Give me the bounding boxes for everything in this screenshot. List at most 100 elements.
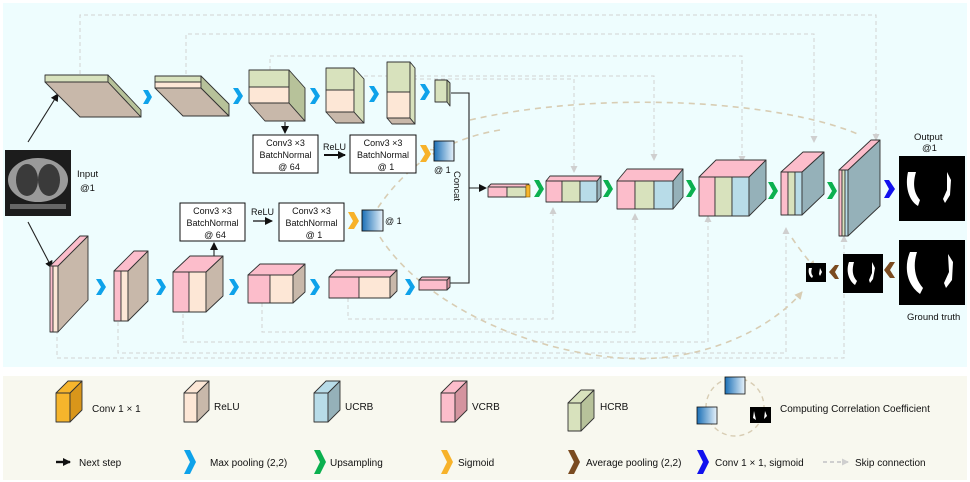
average-pooling-arrow-2 — [829, 265, 839, 279]
legend-upsampling: Upsampling — [314, 450, 383, 474]
svg-text:UCRB: UCRB — [345, 402, 374, 413]
top-attention-channels: @ 1 — [434, 165, 451, 175]
encoder-top-stage-2 — [154, 75, 230, 117]
legend-relu: ReLU — [183, 380, 240, 423]
conv1x1-block-icon — [55, 380, 83, 423]
legend-vcrb: VCRB — [440, 380, 500, 423]
svg-text:Upsampling: Upsampling — [330, 458, 383, 469]
svg-text:BatchNormal: BatchNormal — [186, 218, 238, 228]
skip-connections-bottom — [56, 207, 848, 359]
svg-text:Average pooling (2,2): Average pooling (2,2) — [586, 458, 681, 469]
svg-text:Conv3 ×3: Conv3 ×3 — [266, 138, 305, 148]
svg-text:BatchNormal: BatchNormal — [357, 150, 409, 160]
svg-text:Sigmoid: Sigmoid — [458, 458, 494, 469]
bottom-conv-box-1: Conv3 ×3 BatchNormal @ 64 — [179, 202, 246, 242]
legend-conv1x1: Conv 1 × 1 — [55, 380, 141, 423]
input-channels: @1 — [80, 183, 95, 194]
ucrb-block-icon — [313, 380, 341, 423]
output-mask-image — [899, 156, 965, 221]
input-ct-image — [5, 150, 71, 216]
svg-text:Conv3 ×3: Conv3 ×3 — [193, 206, 232, 216]
svg-text:@ 1: @ 1 — [306, 230, 323, 240]
correlation-cycle-icon — [696, 376, 771, 437]
decoder-stage-4 — [698, 159, 767, 217]
output-label: Output — [914, 132, 943, 143]
top-conv-box-1: Conv3 ×3 BatchNormal @ 64 — [252, 134, 319, 174]
bottom-sigmoid-arrow — [348, 212, 359, 229]
svg-text:@ 64: @ 64 — [204, 230, 226, 240]
legend-correlation: Computing Correlation Coefficient — [696, 376, 930, 437]
top-conv-box-2: Conv3 ×3 BatchNormal @ 1 — [349, 134, 417, 174]
bottom-attention-map — [361, 209, 384, 232]
bottom-conv-box-2: Conv3 ×3 BatchNormal @ 1 — [278, 202, 345, 242]
input-to-bottom-arrow — [27, 221, 53, 269]
svg-text:Conv3 ×3: Conv3 ×3 — [364, 138, 403, 148]
legend-max-pooling: Max pooling (2,2) — [184, 450, 287, 474]
relu-block-icon — [183, 380, 210, 423]
ground-truth-image — [899, 240, 965, 305]
encoder-top-stage-4 — [325, 67, 365, 124]
svg-text:Max pooling (2,2): Max pooling (2,2) — [210, 458, 287, 469]
decoder-stage-1 — [487, 183, 531, 198]
upsampling-arrows — [534, 180, 837, 199]
encoder-bottom-stage-3 — [172, 255, 224, 313]
top-relu-label: ReLU — [323, 142, 346, 152]
svg-text:Computing Correlation Coeffici: Computing Correlation Coefficient — [780, 404, 930, 415]
hcrb-block-icon — [567, 389, 595, 432]
legend-skip-connection: Skip connection — [823, 458, 926, 469]
legend-sigmoid: Sigmoid — [441, 450, 494, 474]
encoder-top-stage-6 — [434, 79, 451, 107]
input-label: Input — [77, 169, 98, 180]
encoder-top-stage-5 — [386, 61, 416, 125]
max-pooling-arrows-bottom — [96, 279, 415, 295]
top-attention-map — [433, 140, 455, 162]
sigmoid-arrow-icon — [441, 450, 453, 474]
legend-hcrb: HCRB — [567, 389, 629, 432]
svg-text:Next step: Next step — [79, 458, 122, 469]
svg-text:Conv 1 × 1: Conv 1 × 1 — [92, 404, 141, 415]
ground-truth-label: Ground truth — [907, 312, 960, 323]
decoder-stage-5 — [780, 151, 825, 216]
upsampling-arrow-icon — [314, 450, 326, 474]
bottom-attention-channels: @ 1 — [385, 216, 402, 226]
conv-sigmoid-arrow-icon — [697, 450, 709, 474]
encoder-top-stage-1 — [44, 74, 142, 118]
encoder-bottom-stage-5 — [328, 269, 398, 299]
output-channels: @1 — [922, 143, 937, 154]
legend-next-step: Next step — [56, 458, 122, 469]
vcrb-block-icon — [440, 380, 468, 423]
conv-sigmoid-arrow — [884, 180, 895, 198]
encoder-bottom-stage-6 — [418, 276, 451, 291]
svg-text:BatchNormal: BatchNormal — [285, 218, 337, 228]
legend-panel — [3, 376, 967, 480]
legend-ucrb: UCRB — [313, 380, 374, 423]
svg-text:Conv3 ×3: Conv3 ×3 — [292, 206, 331, 216]
encoder-bottom-stage-4 — [247, 263, 306, 304]
svg-text:@ 1: @ 1 — [378, 162, 395, 172]
legend-average-pooling: Average pooling (2,2) — [568, 450, 681, 474]
encoder-top-stage-3 — [248, 69, 306, 122]
average-pooling-arrow-1 — [884, 262, 895, 278]
decoder-stage-3 — [616, 168, 684, 210]
svg-text:ReLU: ReLU — [214, 402, 240, 413]
bottom-relu-label: ReLU — [251, 207, 274, 217]
svg-text:BatchNormal: BatchNormal — [259, 150, 311, 160]
svg-text:VCRB: VCRB — [472, 402, 500, 413]
encoder-bottom-stage-1 — [49, 235, 89, 333]
input-to-top-arrow — [27, 93, 59, 143]
concat-label: Concat — [451, 171, 462, 201]
decoder-stage-2 — [545, 175, 602, 203]
svg-text:HCRB: HCRB — [600, 402, 629, 413]
svg-text:Conv 1 × 1, sigmoid: Conv 1 × 1, sigmoid — [715, 458, 804, 469]
decoder-stage-6 — [838, 139, 881, 237]
max-pooling-arrow-icon — [184, 450, 196, 474]
max-pooling-arrows-top — [143, 84, 430, 104]
svg-text:@ 64: @ 64 — [278, 162, 300, 172]
encoder-bottom-stage-2 — [113, 250, 149, 322]
top-sigmoid-arrow — [420, 145, 431, 162]
ground-truth-downsampled-2 — [806, 263, 826, 282]
average-pooling-arrow-icon — [568, 450, 580, 474]
ground-truth-downsampled-1 — [843, 254, 883, 293]
svg-text:Skip connection: Skip connection — [855, 458, 926, 469]
